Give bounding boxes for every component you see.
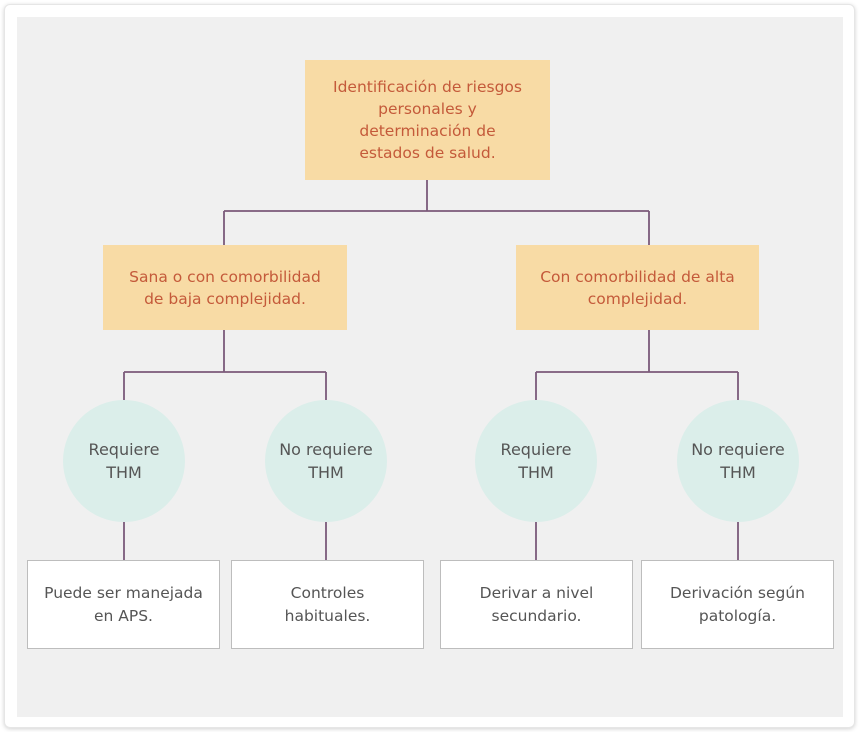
- result-line: Derivar a nivel: [479, 583, 594, 602]
- result-box-derivacion: Derivación según patología.: [641, 560, 834, 649]
- circle-line: Requiere: [88, 440, 160, 459]
- root-node-line: determinación de: [359, 122, 496, 140]
- result-line: Controles: [290, 583, 365, 602]
- circle-no-requires-thm-left: No requiere THM: [265, 400, 387, 522]
- branch-node-low-complexity: Sana o con comorbilidad de baja compleji…: [103, 245, 347, 330]
- branch-node-high-complexity: Con comorbilidad de alta complejidad.: [516, 245, 759, 330]
- circle-line: THM: [518, 463, 554, 482]
- result-box-controles: Controles habituales.: [231, 560, 424, 649]
- connector-root-to-level1: [223, 180, 650, 245]
- result-line: patología.: [698, 606, 777, 625]
- connector-left-branch: [123, 330, 327, 400]
- result-line: habituales.: [284, 606, 371, 625]
- result-line: Puede ser manejada: [44, 583, 203, 602]
- connector-circles-to-results: [123, 522, 739, 560]
- circle-line: THM: [308, 463, 344, 482]
- root-node-line: estados de salud.: [359, 144, 496, 162]
- result-line: secundario.: [491, 606, 582, 625]
- root-node: Identificación de riesgos personales y d…: [305, 60, 550, 180]
- root-node-line: Identificación de riesgos: [333, 78, 522, 96]
- result-box-derivar: Derivar a nivel secundario.: [440, 560, 633, 649]
- circle-requires-thm-left: Requiere THM: [63, 400, 185, 522]
- result-line: en APS.: [93, 606, 153, 625]
- circle-line: THM: [106, 463, 142, 482]
- result-line: Derivación según: [670, 583, 805, 602]
- circle-no-requires-thm-right: No requiere THM: [677, 400, 799, 522]
- branch-node-line: Con comorbilidad de alta: [540, 267, 735, 286]
- circle-line: No requiere: [691, 440, 785, 459]
- circle-line: Requiere: [500, 440, 572, 459]
- branch-node-line: de baja complejidad.: [144, 289, 306, 308]
- root-node-line: personales y: [378, 100, 477, 118]
- circle-line: No requiere: [279, 440, 373, 459]
- circle-line: THM: [720, 463, 756, 482]
- circle-requires-thm-right: Requiere THM: [475, 400, 597, 522]
- branch-node-line: complejidad.: [587, 289, 688, 308]
- branch-node-line: Sana o con comorbilidad: [129, 267, 321, 286]
- connector-right-branch: [535, 330, 739, 400]
- result-box-aps: Puede ser manejada en APS.: [27, 560, 220, 649]
